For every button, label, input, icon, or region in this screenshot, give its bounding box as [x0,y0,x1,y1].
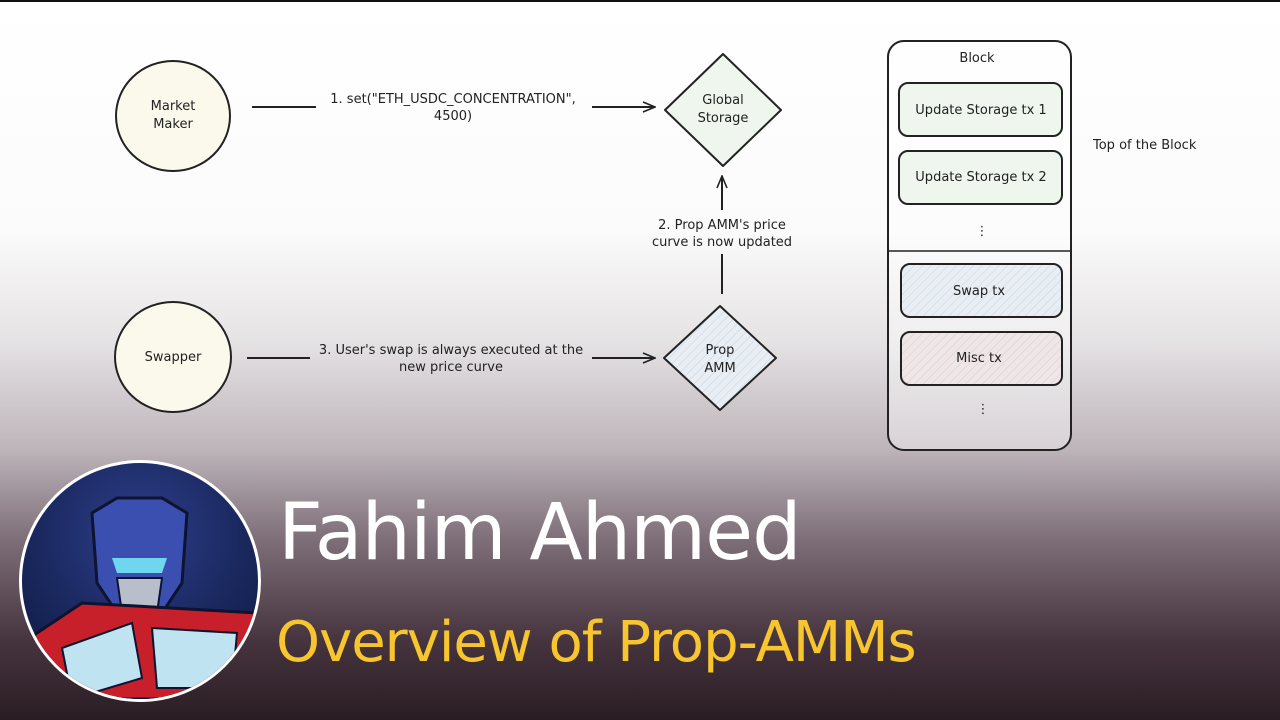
tx-label: Update Storage tx 2 [915,170,1046,185]
top-border [0,0,1280,2]
node-label: Global [702,93,743,108]
edge-step3: 3. User's swap is always executed at the… [247,343,655,375]
presenter-avatar [19,460,261,702]
presenter-name: Fahim Ahmed [278,488,802,578]
block-tx-misc [900,331,1063,386]
edge-label: 2. Prop AMM's price [658,218,786,233]
block-title: Block [959,51,995,66]
block-tx-update-storage-1 [898,82,1063,137]
node-swapper: Swapper [114,301,232,413]
node-market-maker: Market Maker [115,60,231,172]
block-tx-swap [900,263,1063,318]
edge-label: 3. User's swap is always executed at the [319,343,583,358]
node-label: Prop [706,343,735,358]
robot-avatar-icon [22,496,258,699]
node-global-storage: Global Storage [664,53,782,167]
edge-label: 4500) [434,109,472,124]
block-tx-update-storage-2 [898,150,1063,205]
node-prop-amm: Prop AMM [663,305,777,411]
node-label: Market [151,99,196,114]
node-label: Storage [698,111,749,126]
node-label: Maker [153,117,193,132]
edge-label: new price curve [399,360,503,375]
tx-label: Swap tx [953,284,1005,299]
tx-label: Update Storage tx 1 [915,103,1046,118]
ellipsis: ⋮ [977,402,990,417]
edge-label: curve is now updated [652,235,792,250]
talk-title: Overview of Prop-AMMs [276,610,917,675]
tx-label: Misc tx [956,351,1002,366]
edge-step2: 2. Prop AMM's price curve is now updated [652,176,792,294]
node-label: AMM [704,361,735,376]
node-label: Swapper [145,350,202,365]
ellipsis: ⋮ [976,224,989,239]
block-container: Block Update Storage tx 1 Update Storage… [887,40,1072,451]
top-of-block-label: Top of the Block [1092,138,1197,153]
edge-label: 1. set("ETH_USDC_CONCENTRATION", [330,92,575,107]
prop-amm-diagram: Market Maker Swapper Global Storage Prop… [114,40,1197,451]
edge-step1: 1. set("ETH_USDC_CONCENTRATION", 4500) [252,92,655,124]
